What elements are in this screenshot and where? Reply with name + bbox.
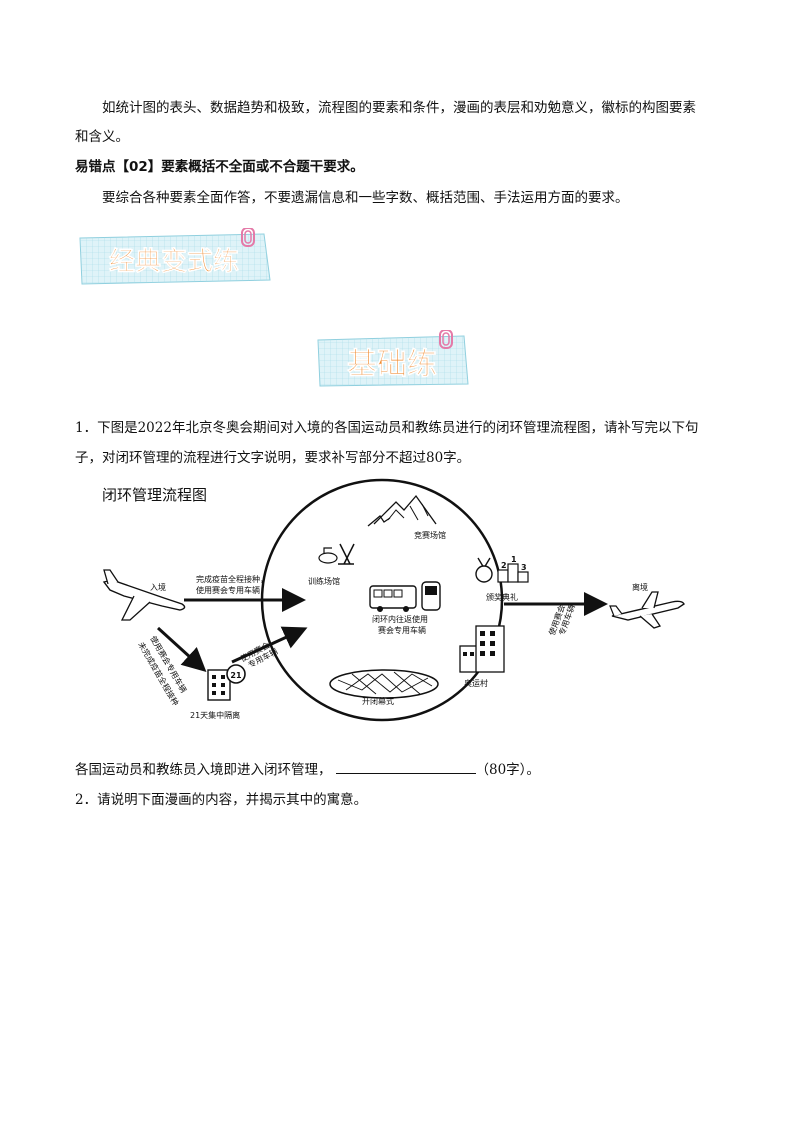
label-quarantine: 21天集中隔离 (190, 710, 240, 720)
svg-text:2: 2 (501, 561, 507, 570)
label-village: 奥运村 (464, 678, 488, 688)
paperclip-icon (241, 228, 255, 247)
error-point-heading: 易错点【02】要素概括不全面或不合题干要求。 (75, 159, 364, 175)
label-training: 训练场馆 (308, 576, 340, 586)
bus-train-icon (369, 581, 441, 612)
quarantine-building-icon: 21 (207, 664, 246, 701)
training-venue-icon (318, 543, 355, 565)
answer-prefix: 各国运动员和教练员入境即进入闭环管理， (75, 762, 332, 778)
svg-text:3: 3 (521, 563, 527, 572)
label-vaccinated-2: 使用赛会专用车辆 (196, 585, 260, 595)
banner-classic-practice: 经典变式练 (74, 228, 274, 290)
banner-basic-practice: 基础练 (312, 330, 472, 392)
diagram-title: 闭环管理流程图 (102, 486, 207, 504)
answer-line: 各国运动员和教练员入境即进入闭环管理， （80字）。 (75, 758, 725, 782)
banner-title: 经典变式练 (109, 246, 239, 277)
paragraph-line-1: 如统计图的表头、数据趋势和极致，流程图的要素和条件，漫画的表层和劝勉意义，徽标的… (102, 100, 696, 116)
label-medal: 颁奖典礼 (486, 592, 518, 602)
question-2: 2．请说明下面漫画的内容，并揭示其中的寓意。 (75, 792, 368, 808)
stadium-icon (329, 669, 439, 699)
label-leave: 离境 (632, 582, 648, 592)
medal-ceremony-icon: 2 1 3 (475, 555, 529, 583)
paperclip-icon (439, 330, 453, 349)
answer-blank[interactable] (335, 759, 476, 774)
airplane-arrival-icon (102, 569, 186, 621)
label-enter: 入境 (150, 582, 166, 592)
olympic-village-icon (459, 625, 505, 673)
answer-suffix: （80字）。 (475, 762, 540, 778)
paragraph-line-2: 和含义。 (75, 129, 129, 145)
question-1-line-1: 1．下图是2022年北京冬奥会期间对入境的各国运动员和教练员进行的闭环管理流程图… (75, 420, 699, 436)
svg-text:1: 1 (511, 555, 517, 564)
label-vaccinated-1: 完成疫苗全程接种， (196, 574, 268, 584)
closed-loop-flow-diagram: 闭环管理流程图 入境 完成疫苗全程接种， 使用赛会专用车辆 未完成疫苗全程接种 … (92, 476, 724, 726)
label-bus-2: 赛会专用车辆 (378, 625, 426, 635)
label-ceremony: 开闭幕式 (362, 696, 394, 706)
paragraph-line-3: 要综合各种要素全面作答，不要遗漏信息和一些字数、概括范围、手法运用方面的要求。 (102, 190, 629, 206)
quarantine-number: 21 (230, 671, 242, 680)
label-venue: 竞赛场馆 (414, 530, 446, 540)
label-bus-1: 闭环内往返使用 (372, 614, 428, 624)
banner-title: 基础练 (347, 347, 437, 382)
airplane-departure-icon (609, 591, 685, 629)
question-1-line-2: 子，对闭环管理的流程进行文字说明，要求补写部分不超过80字。 (75, 450, 471, 466)
competition-venue-icon (367, 494, 437, 527)
